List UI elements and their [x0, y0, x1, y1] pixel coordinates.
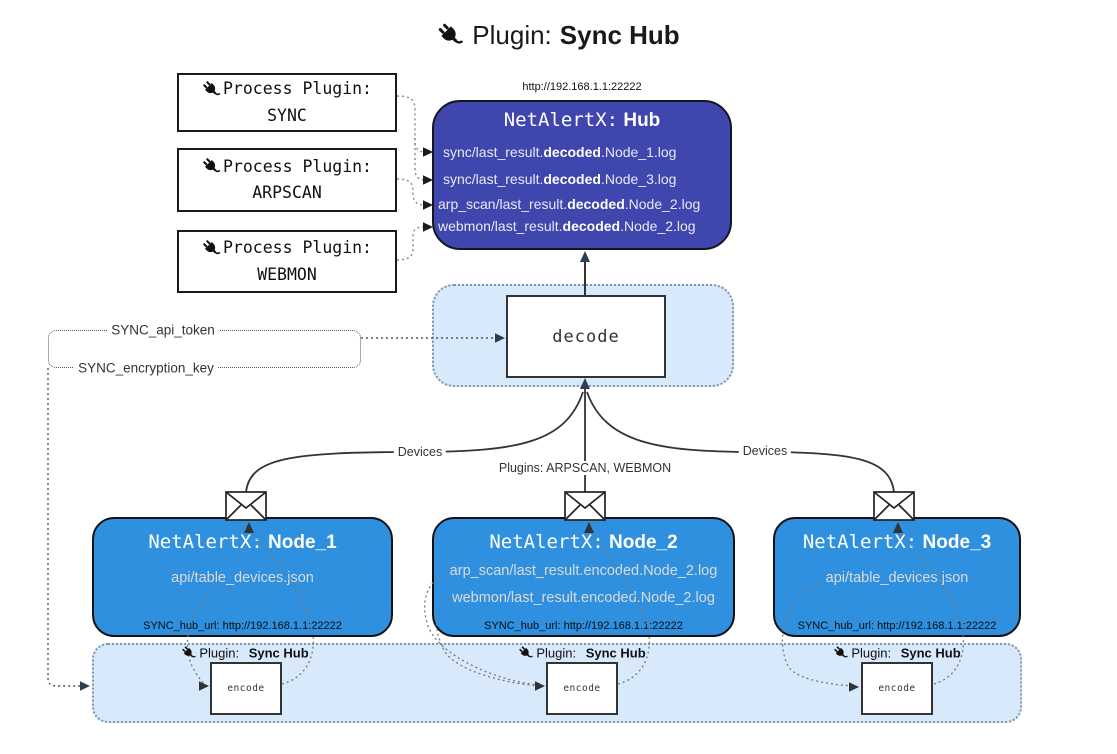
plug-icon	[437, 22, 464, 49]
decode-box: decode	[506, 295, 666, 378]
hub-title: NetAlertX: Hub	[432, 109, 732, 132]
bar-plugin-label-1: Plugin: Sync Hub	[181, 645, 309, 661]
hub-url-label: http://192.168.1.1:22222	[522, 81, 642, 93]
envelope-icon	[564, 491, 606, 521]
process-plugin-sync: Process Plugin: SYNC	[177, 73, 397, 132]
hub-log-line: sync/last_result.decoded.Node_1.log	[443, 144, 677, 160]
edge-label-plugins: Plugins: ARPSCAN, WEBMON	[494, 461, 676, 475]
plug-icon	[518, 646, 533, 661]
hub-log-line: webmon/last_result.decoded.Node_2.log	[438, 218, 696, 234]
plug-icon	[202, 239, 221, 258]
setting-api-token: SYNC_api_token	[107, 322, 219, 338]
node-3-file: api/table_devices.json	[825, 570, 969, 586]
node-1-title: NetAlertX: Node_1	[148, 531, 337, 553]
envelope-icon	[873, 491, 915, 521]
encode-box-1: encode	[210, 662, 282, 715]
encode-box-3: encode	[861, 662, 933, 715]
plug-icon	[833, 646, 848, 661]
edge-label-devices-right: Devices	[738, 444, 792, 458]
node-to-decode-curves	[245, 388, 895, 493]
process-plugin-name: ARPSCAN	[252, 183, 322, 202]
page-title-prefix: Plugin:	[472, 20, 552, 50]
edge-label-devices-left: Devices	[393, 445, 447, 459]
hub-log-line: sync/last_result.decoded.Node_3.log	[443, 171, 677, 187]
bar-plugin-label-3: Plugin: Sync Hub	[833, 645, 961, 661]
node-3-title: NetAlertX: Node_3	[802, 531, 992, 553]
encode-label: encode	[563, 683, 601, 694]
setting-encryption-key: SYNC_encryption_key	[74, 360, 218, 376]
node-2-hub-url: SYNC_hub_url: http://192.168.1.1:22222	[484, 620, 683, 632]
node-1-box	[92, 517, 393, 637]
process-plugin-name: WEBMON	[257, 264, 317, 284]
encode-label: encode	[878, 683, 916, 694]
plug-icon	[202, 157, 221, 176]
page-title: Plugin: Sync Hub	[0, 20, 1117, 51]
settings-to-bar-path	[47, 368, 90, 691]
node-1-file: api/table_devices.json	[171, 570, 314, 586]
process-plugin-label: Process Plugin:	[222, 156, 372, 176]
hub-title-name: Hub	[623, 110, 661, 131]
decode-label: decode	[552, 326, 620, 347]
plugin-to-hub-connectors	[396, 95, 426, 261]
page-title-name: Sync Hub	[559, 20, 680, 50]
process-plugin-webmon: Process Plugin: WEBMON	[177, 230, 397, 293]
process-plugin-label: Process Plugin:	[222, 79, 372, 99]
node-2-file: arp_scan/last_result.encoded.Node_2.log	[449, 563, 718, 579]
plug-icon	[202, 80, 221, 99]
hub-log-line: arp_scan/last_result.decoded.Node_2.log	[438, 196, 701, 212]
encode-label: encode	[227, 683, 265, 694]
plug-icon	[181, 646, 196, 661]
encode-box-2: encode	[546, 662, 618, 715]
bar-plugin-label-2: Plugin: Sync Hub	[518, 645, 646, 661]
process-plugin-name: SYNC	[267, 105, 307, 125]
node-1-hub-url: SYNC_hub_url: http://192.168.1.1:22222	[143, 620, 342, 632]
node-2-file: webmon/last_result.encoded.Node_2.log	[452, 590, 715, 606]
node-3-hub-url: SYNC_hub_url: http://192.168.1.1:22222	[797, 620, 997, 632]
hub-box	[432, 100, 732, 250]
process-plugin-arpscan: Process Plugin: ARPSCAN	[177, 148, 397, 212]
node-2-title: NetAlertX: Node_2	[489, 531, 678, 553]
process-plugin-label: Process Plugin:	[222, 238, 372, 258]
hub-title-prefix: NetAlertX:	[503, 109, 619, 131]
envelope-icon	[225, 491, 267, 521]
